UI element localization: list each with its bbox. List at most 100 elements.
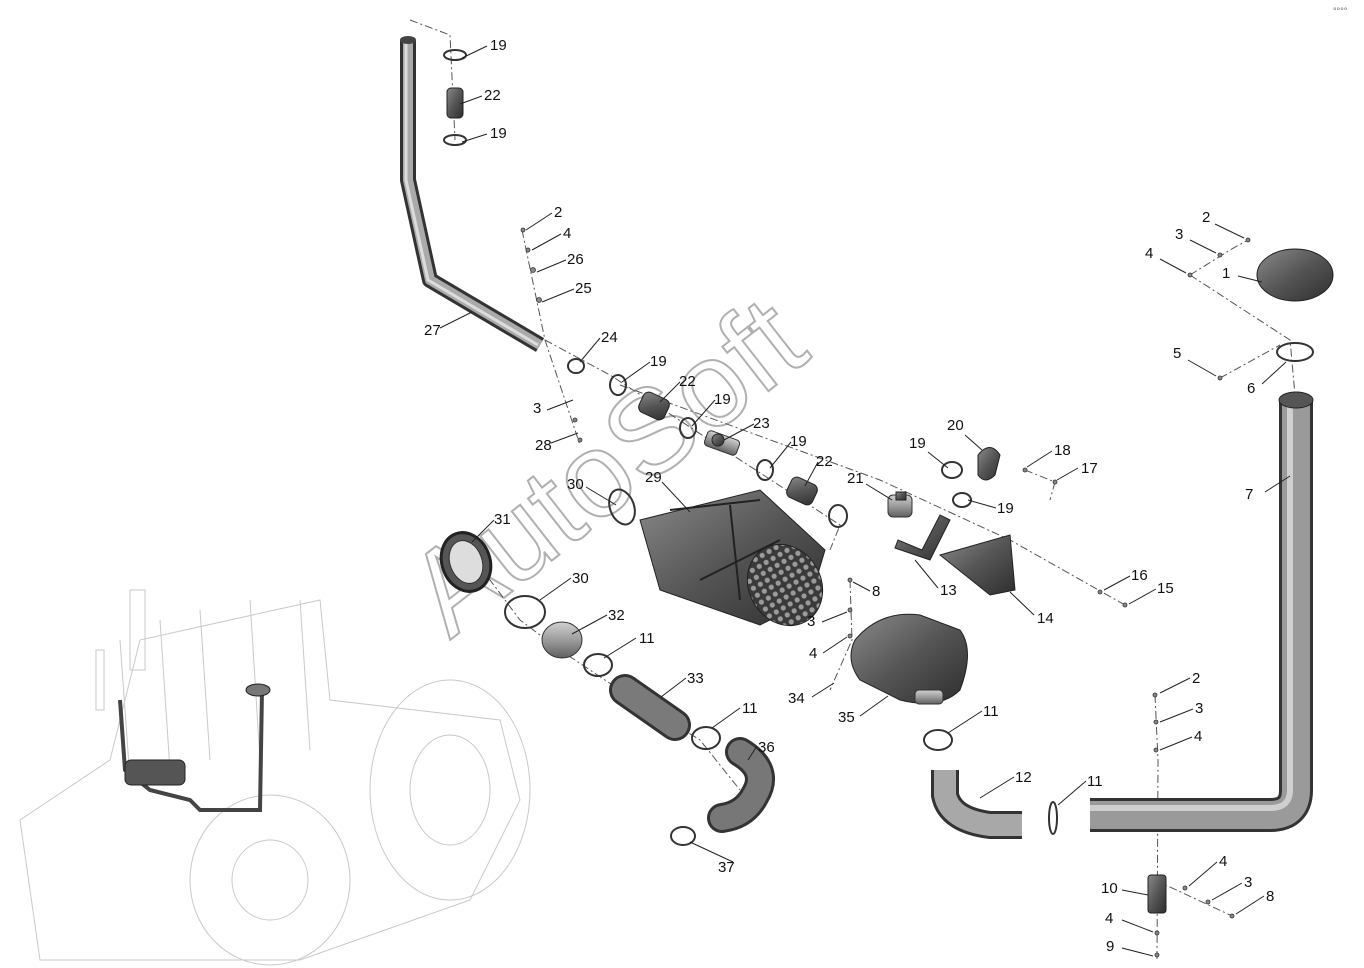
sensor-10 — [1147, 874, 1167, 914]
callout-label-c7: 7 — [1245, 486, 1253, 503]
leader-line-c2a — [525, 212, 553, 231]
clamp-11-c — [923, 729, 953, 751]
leader-line-c4b — [822, 636, 848, 654]
leader-line-c30a — [585, 486, 617, 506]
elbow-13 — [894, 514, 951, 561]
callout-label-c19c: 19 — [650, 353, 667, 370]
callout-label-c14: 14 — [1037, 610, 1054, 627]
leader-line-c19a — [461, 45, 488, 59]
rain-cap-1 — [1256, 248, 1334, 302]
leader-line-c14 — [1009, 591, 1035, 616]
callout-label-c3e: 3 — [1244, 874, 1252, 891]
air-cleaner-29 — [608, 488, 826, 627]
callout-label-c21: 21 — [847, 470, 864, 487]
callout-label-c2a: 2 — [554, 204, 562, 221]
leader-line-c30b — [539, 577, 572, 601]
leader-line-c19e — [769, 441, 792, 469]
callout-label-c22c: 22 — [816, 453, 833, 470]
callout-label-c30a: 30 — [567, 476, 584, 493]
pre-cleaner-35 — [850, 613, 968, 704]
leader-line-c22c — [804, 461, 819, 487]
callout-label-c16: 16 — [1131, 567, 1148, 584]
leader-line-c22a — [459, 95, 483, 105]
clamp-19-mid1 — [609, 374, 627, 396]
leader-line-c4a — [531, 233, 562, 251]
leader-line-c3c — [1159, 708, 1194, 723]
leader-line-c13 — [914, 559, 939, 589]
callout-label-c4d: 4 — [1145, 245, 1153, 262]
callout-label-c36: 36 — [758, 739, 775, 756]
leader-line-c4e — [1188, 861, 1218, 887]
leader-line-c3b — [821, 611, 848, 623]
leader-line-c24 — [579, 337, 601, 363]
callout-label-c3a: 3 — [533, 400, 541, 417]
leader-line-c33 — [660, 677, 687, 698]
leader-line-c17 — [1056, 467, 1079, 481]
leader-line-c29 — [661, 481, 691, 513]
callout-label-c19a: 19 — [490, 37, 507, 54]
clamp-11-a — [583, 653, 613, 677]
clamp-19-top — [443, 49, 467, 61]
callout-label-c27: 27 — [424, 322, 441, 339]
leader-line-c6 — [1261, 361, 1287, 385]
callout-label-c3b: 3 — [807, 613, 815, 630]
leader-line-c16 — [1103, 575, 1131, 591]
leader-line-c19b — [461, 133, 488, 143]
callout-label-c10: 10 — [1101, 880, 1118, 897]
leader-line-c18 — [1026, 450, 1053, 468]
fastener-stack-left — [520, 227, 583, 443]
callout-label-c22b: 22 — [679, 373, 696, 390]
callout-label-c19d: 19 — [714, 391, 731, 408]
clamp-11-b — [691, 726, 721, 750]
callout-label-c29: 29 — [645, 469, 662, 486]
callout-label-c25: 25 — [575, 280, 592, 297]
corner-mark: °°°° — [1333, 6, 1348, 16]
leader-line-c11c — [947, 710, 983, 734]
clamp-19-mid3 — [756, 459, 774, 481]
leader-line-c10 — [1121, 889, 1149, 896]
callout-label-c4e: 4 — [1219, 853, 1227, 870]
leader-line-c5 — [1187, 359, 1217, 377]
callout-label-c3d: 3 — [1175, 226, 1183, 243]
callout-label-c1: 1 — [1222, 265, 1230, 282]
cap-21 — [887, 491, 913, 518]
callout-label-c34: 34 — [788, 690, 805, 707]
bracket-24 — [567, 358, 585, 374]
leader-line-c7 — [1264, 475, 1291, 493]
leader-line-c4c — [1159, 736, 1193, 751]
clamp-19-mid4 — [828, 504, 848, 528]
callout-label-c31: 31 — [494, 511, 511, 528]
clamp-19-lower — [443, 134, 467, 146]
callout-label-c5: 5 — [1173, 345, 1181, 362]
leader-line-c15 — [1128, 588, 1157, 605]
callout-label-c24: 24 — [601, 329, 618, 346]
ring-30-top — [608, 488, 636, 526]
leader-line-c8b — [1235, 895, 1265, 915]
sleeve-22-mid — [638, 391, 670, 421]
leader-line-c22b — [659, 381, 681, 403]
leader-line-c25 — [541, 288, 575, 303]
leader-line-c21 — [865, 483, 893, 501]
callout-label-c8b: 8 — [1266, 888, 1274, 905]
leader-line-c36 — [747, 745, 758, 761]
callout-label-c20: 20 — [947, 417, 964, 434]
leader-line-c3e — [1211, 882, 1243, 901]
callout-label-c19b: 19 — [490, 125, 507, 142]
callout-label-c4b: 4 — [809, 645, 817, 662]
leader-line-c8a — [852, 581, 871, 592]
callout-leaders — [439, 45, 1291, 957]
clamp-19-mid2 — [679, 417, 697, 439]
callout-label-c9: 9 — [1106, 938, 1114, 955]
leader-line-c12 — [979, 776, 1015, 799]
callout-label-c30b: 30 — [572, 570, 589, 587]
leader-line-c32 — [571, 614, 608, 635]
callout-label-c2c: 2 — [1202, 209, 1210, 226]
leader-line-c27 — [439, 311, 473, 329]
leader-line-c11a — [603, 637, 637, 659]
callout-label-c33: 33 — [687, 670, 704, 687]
clamp-11-d — [1048, 801, 1058, 835]
callout-label-c11a: 11 — [639, 630, 655, 647]
callout-label-c19f: 19 — [909, 435, 926, 452]
callout-label-c26: 26 — [567, 251, 584, 268]
